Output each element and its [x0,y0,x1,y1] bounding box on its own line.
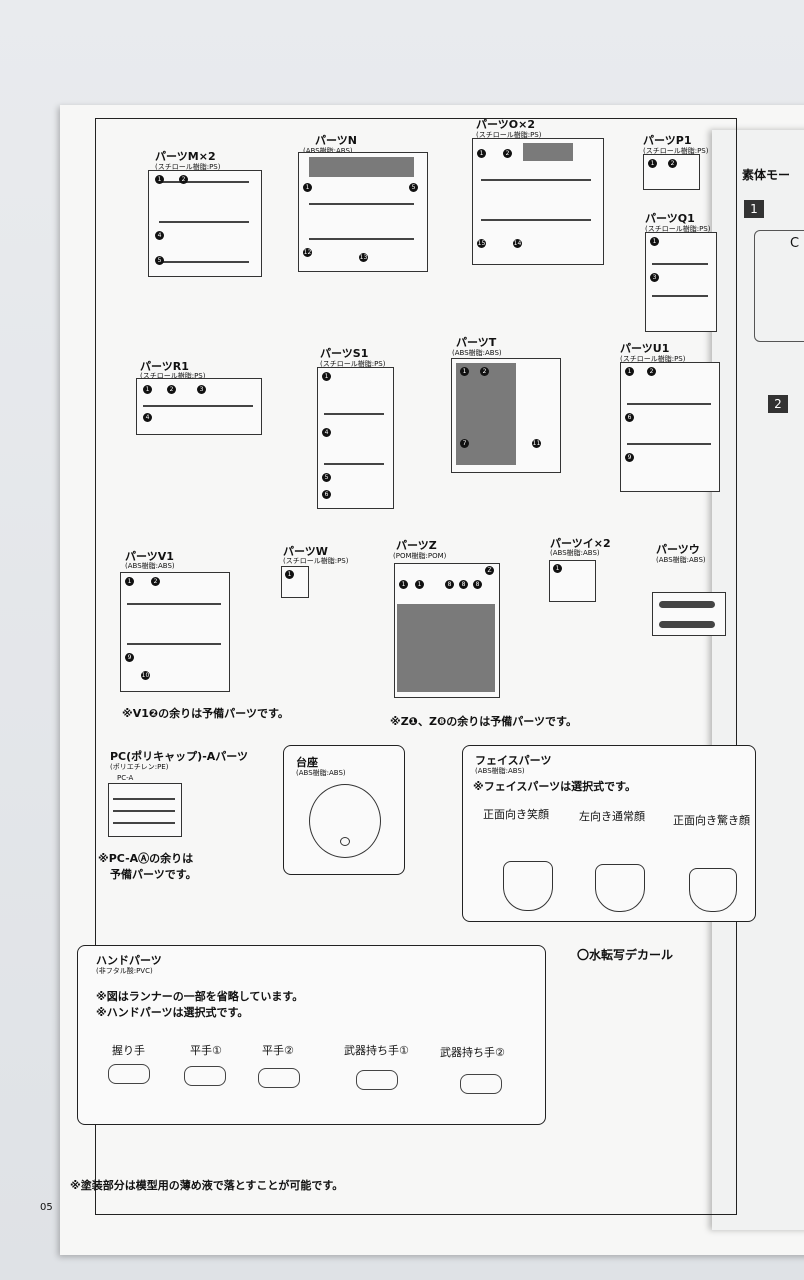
hands-note-2: ※ハンドパーツは選択式です。 [96,1006,249,1019]
part-o-title: パーツO×2 [476,118,536,131]
hands-title: ハンドパーツ [96,954,162,967]
pc-tag: PC-A [117,774,134,782]
face-normal [595,864,645,912]
face-option-2: 左向き通常顔 [579,810,645,823]
face-note: ※フェイスパーツは選択式です。 [473,780,637,793]
face-surprised [689,868,737,912]
side-letter: C [790,236,800,251]
decal-label: 〇水転写デカール [577,948,674,962]
part-o-material: (スチロール樹脂:PS) [476,131,542,139]
sprue-i: 1 [549,560,596,602]
base-disc [309,784,381,858]
sprue-pc-a: PC-A [108,774,182,837]
part-u1-material: (スチロール樹脂:PS) [620,355,686,363]
hand-option-5: 武器持ち手② [440,1046,505,1059]
side-page-title: 素体モー [742,168,791,182]
page-number: 05 [40,1202,53,1213]
part-t-material: (ABS樹脂:ABS) [452,349,502,357]
base-material: (ABS樹脂:ABS) [296,769,346,777]
hands-box: ハンドパーツ (非フタル酸:PVC) ※図はランナーの一部を省略しています。 ※… [77,945,546,1125]
part-n-title: パーツN [315,134,357,147]
side-step-2: 2 [768,395,788,413]
hand-option-2: 平手① [190,1044,222,1057]
part-u-material: (ABS樹脂:ABS) [656,556,706,564]
hand-weapon-1-icon [356,1070,398,1090]
part-w-title: パーツW [283,545,328,558]
face-material: (ABS樹脂:ABS) [475,767,525,775]
part-u1-title: パーツU1 [620,342,670,355]
pc-title: PC(ポリキャップ)-Aパーツ [110,750,249,763]
part-z-material: (POM樹脂:POM) [393,552,447,560]
part-s1-material: (スチロール樹脂:PS) [320,360,386,368]
face-option-3: 正面向き驚き顔 [673,814,750,827]
hand-fist-icon [108,1064,150,1084]
base-box: 台座 (ABS樹脂:ABS) [283,745,405,875]
face-title: フェイスパーツ [475,754,552,767]
note-z-spare: ※Z❶、Z❽の余りは予備パーツです。 [390,715,577,728]
note-pc-spare-2: 予備パーツです。 [110,868,197,881]
part-p1-title: パーツP1 [643,134,692,147]
part-r1-title: パーツR1 [140,360,189,373]
part-s1-title: パーツS1 [320,347,369,360]
hand-flat-2-icon [258,1068,300,1088]
part-i-material: (ABS樹脂:ABS) [550,549,600,557]
hand-flat-1-icon [184,1066,226,1086]
pc-material: (ポリエチレン:PE) [110,763,169,771]
part-p1-material: (スチロール樹脂:PS) [643,147,709,155]
base-title: 台座 [296,756,318,769]
next-page: 素体モー 1 C 2 [712,130,804,1230]
note-pc-spare-1: ※PC-AⒶの余りは [98,852,194,865]
hands-material: (非フタル酸:PVC) [96,967,153,975]
hands-note-1: ※図はランナーの一部を省略しています。 [96,990,304,1003]
hand-option-4: 武器持ち手① [344,1044,409,1057]
part-t-title: パーツT [456,336,497,349]
hand-option-1: 握り手 [112,1044,145,1057]
part-i-title: パーツイ×2 [550,537,611,550]
page-frame [95,118,737,1215]
hand-option-3: 平手② [262,1044,294,1057]
footer-note: ※塗装部分は模型用の薄め液で落とすことが可能です。 [70,1179,344,1192]
side-step-1: 1 [744,200,764,218]
face-option-1: 正面向き笑顔 [483,808,549,821]
part-w-material: (スチロール樹脂:PS) [283,557,349,565]
side-diagram [754,230,804,342]
part-v1-title: パーツV1 [125,550,174,563]
sprue-w: 1 [281,566,309,598]
part-n-material: (ABS樹脂:ABS) [303,147,353,155]
part-m-title: パーツM×2 [155,150,216,163]
part-q1-material: (スチロール樹脂:PS) [645,225,711,233]
face-box: フェイスパーツ (ABS樹脂:ABS) ※フェイスパーツは選択式です。 正面向き… [462,745,756,922]
face-smile [503,861,553,911]
sprue-u [652,592,726,636]
hand-weapon-2-icon [460,1074,502,1094]
part-u-title: パーツウ [656,543,700,556]
part-q1-title: パーツQ1 [645,212,695,225]
note-v1-spare: ※V1❷の余りは予備パーツです。 [122,707,289,720]
part-z-title: パーツZ [396,539,437,552]
part-r1-material: (スチロール樹脂:PS) [140,372,206,380]
part-m-material: (スチロール樹脂:PS) [155,163,221,171]
part-v1-material: (ABS樹脂:ABS) [125,562,175,570]
